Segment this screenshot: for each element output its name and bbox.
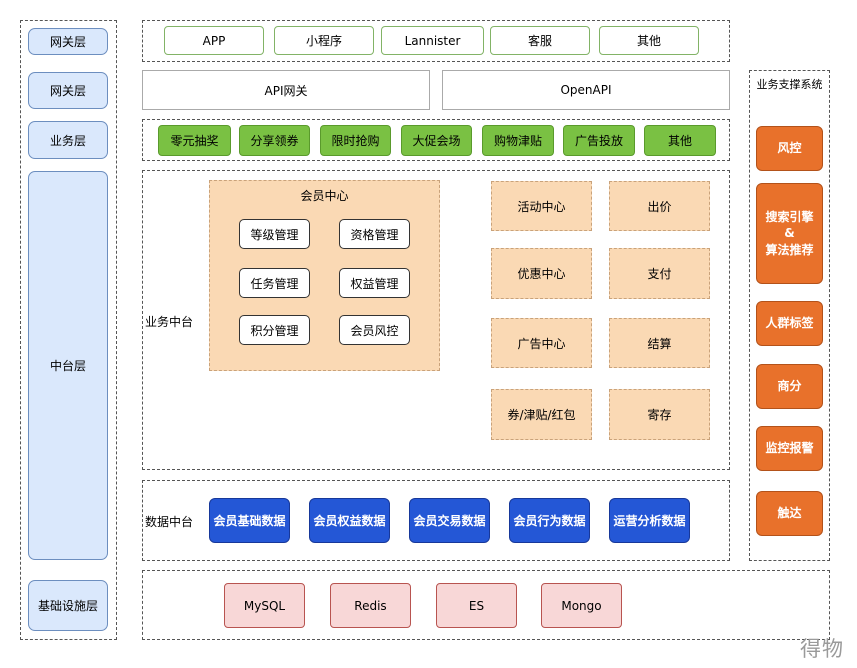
support-monitoring-alert: 监控报警 <box>756 426 823 471</box>
member-task-mgmt: 任务管理 <box>239 268 310 298</box>
client-app: APP <box>164 26 264 55</box>
biz-zero-lottery: 零元抽奖 <box>158 125 231 156</box>
svc-bid: 出价 <box>609 181 710 231</box>
svc-payment: 支付 <box>609 248 710 299</box>
data-member-basic: 会员基础数据 <box>209 498 290 543</box>
svc-storage: 寄存 <box>609 389 710 440</box>
client-mini-program: 小程序 <box>274 26 374 55</box>
svc-discount-center: 优惠中心 <box>491 248 592 299</box>
layer-infrastructure: 基础设施层 <box>28 580 108 631</box>
layer-gateway-1: 网关层 <box>28 28 108 55</box>
biz-share-coupon: 分享领券 <box>239 125 310 156</box>
support-systems-title: 业务支撑系统 <box>756 78 823 91</box>
biz-other: 其他 <box>644 125 716 156</box>
db-mongo: Mongo <box>541 583 622 628</box>
watermark: 得物 <box>800 637 844 661</box>
layer-middle-platform: 中台层 <box>28 171 108 560</box>
member-qualification-mgmt: 资格管理 <box>339 219 410 249</box>
db-redis: Redis <box>330 583 411 628</box>
support-search-algorithm: 搜索引擎 & 算法推荐 <box>756 183 823 284</box>
data-member-behavior: 会员行为数据 <box>509 498 590 543</box>
db-es: ES <box>436 583 517 628</box>
member-points-mgmt: 积分管理 <box>239 315 310 345</box>
data-member-transaction: 会员交易数据 <box>409 498 490 543</box>
data-operation-analysis: 运营分析数据 <box>609 498 690 543</box>
support-reach: 触达 <box>756 491 823 536</box>
biz-ad-delivery: 广告投放 <box>563 125 635 156</box>
db-mysql: MySQL <box>224 583 305 628</box>
layer-business: 业务层 <box>28 121 108 159</box>
data-member-rights: 会员权益数据 <box>309 498 390 543</box>
svc-ad-center: 广告中心 <box>491 318 592 368</box>
biz-shopping-allowance: 购物津贴 <box>482 125 554 156</box>
gateway-openapi: OpenAPI <box>442 70 730 110</box>
client-customer-service: 客服 <box>490 26 590 55</box>
member-center-title: 会员中心 <box>300 188 349 203</box>
biz-promo-venue: 大促会场 <box>401 125 472 156</box>
member-level-mgmt: 等级管理 <box>239 219 310 249</box>
svc-settlement: 结算 <box>609 318 710 368</box>
svc-coupon-allowance-redpacket: 券/津贴/红包 <box>491 389 592 440</box>
biz-flash-sale: 限时抢购 <box>320 125 391 156</box>
gateway-api: API网关 <box>142 70 430 110</box>
svc-activity-center: 活动中心 <box>491 181 592 231</box>
member-rights-mgmt: 权益管理 <box>339 268 410 298</box>
member-risk-control: 会员风控 <box>339 315 410 345</box>
support-risk-control: 风控 <box>756 126 823 171</box>
data-platform-label: 数据中台 <box>145 515 194 529</box>
support-crowd-tags: 人群标签 <box>756 301 823 346</box>
client-other: 其他 <box>599 26 699 55</box>
client-lannister: Lannister <box>381 26 484 55</box>
business-platform-label: 业务中台 <box>145 315 194 329</box>
layer-gateway-2: 网关层 <box>28 72 108 109</box>
support-business-analysis: 商分 <box>756 364 823 409</box>
